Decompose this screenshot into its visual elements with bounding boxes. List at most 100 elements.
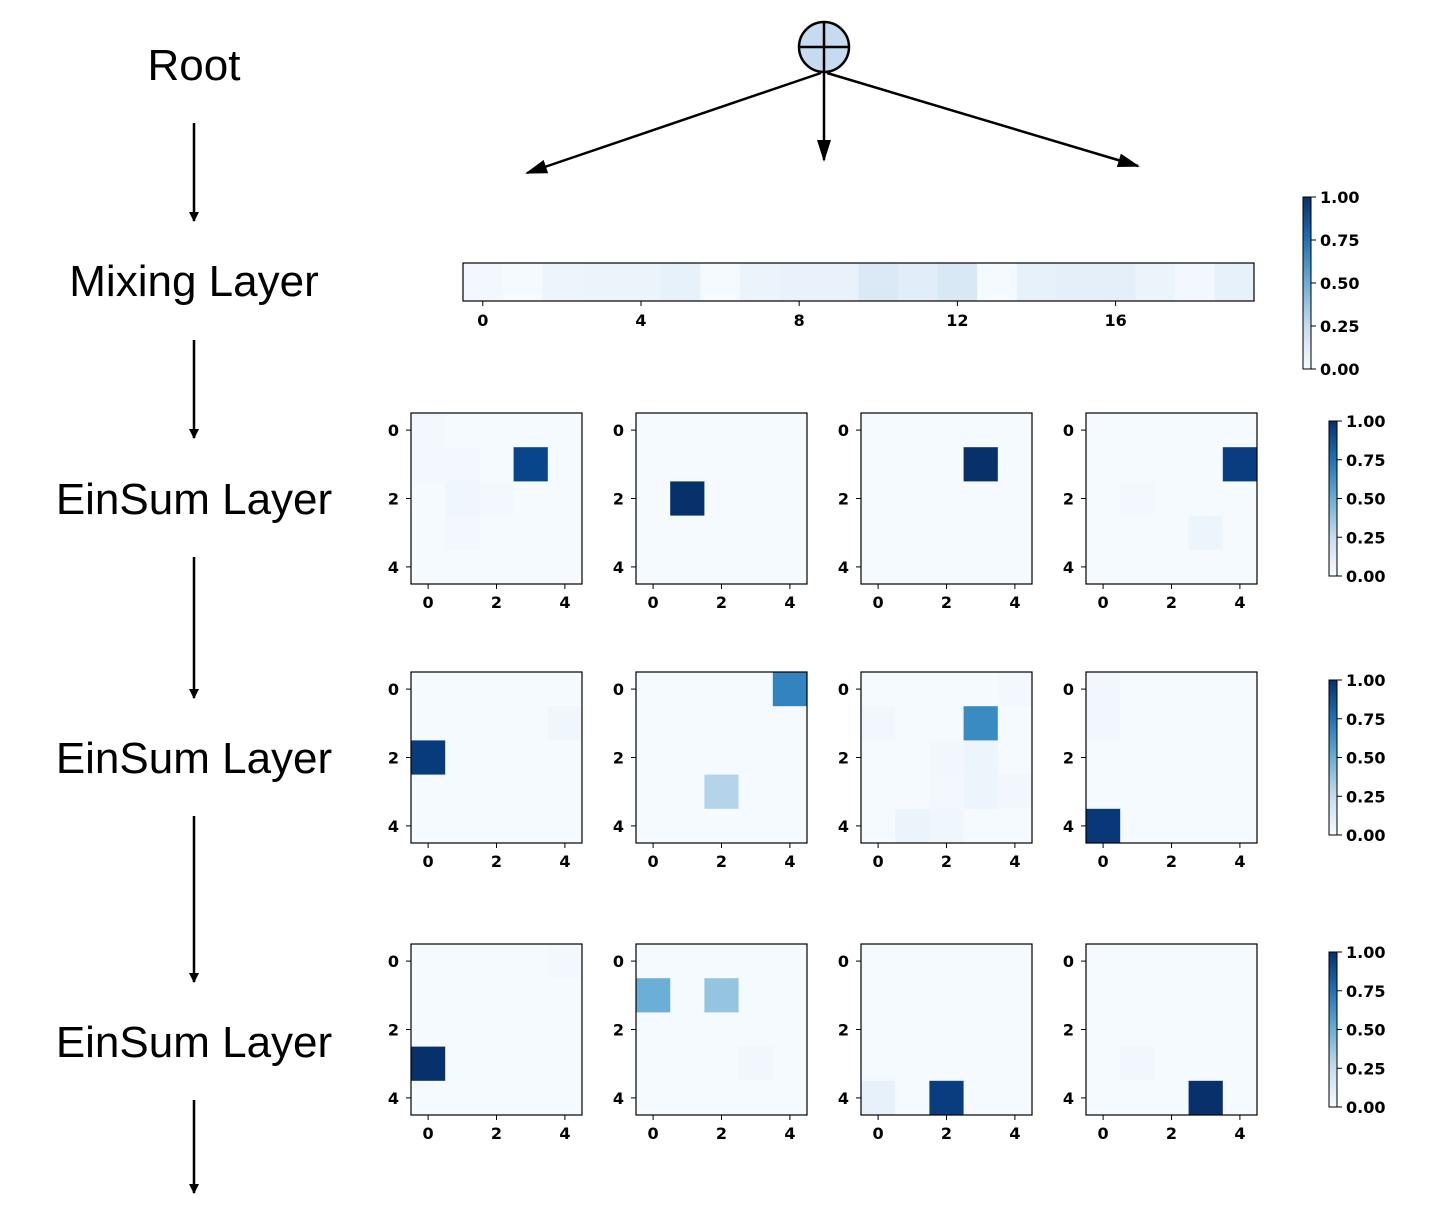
y-tick-label: 2 <box>388 749 399 768</box>
y-tick-label: 4 <box>613 1089 624 1108</box>
heatmap-cell <box>861 1012 896 1048</box>
x-tick-label: 12 <box>946 311 968 330</box>
heatmap-cell <box>1086 515 1121 551</box>
heatmap-cell <box>997 515 1033 551</box>
heatmap-cell <box>997 978 1033 1013</box>
heatmap-cell <box>479 549 515 585</box>
y-tick-label: 0 <box>838 680 849 699</box>
heatmap-cell <box>861 672 896 707</box>
x-tick-label: 0 <box>1098 852 1109 871</box>
y-tick-label: 2 <box>838 490 849 509</box>
heatmap-cell <box>963 1012 999 1048</box>
heatmap-cell <box>1086 413 1121 448</box>
heatmap-cell <box>411 481 446 517</box>
heatmap-cell <box>513 774 549 810</box>
heatmap-cell <box>704 1012 740 1048</box>
y-tick-label: 0 <box>613 952 624 971</box>
heatmap-cell <box>704 978 740 1013</box>
heatmap-cell <box>445 1046 480 1082</box>
colorbar-tick-label: 0.50 <box>1320 274 1359 293</box>
heatmap-cell <box>704 549 740 585</box>
x-tick-label: 2 <box>716 593 727 612</box>
heatmap-cell <box>513 515 549 551</box>
heatmap-cell <box>818 263 859 301</box>
heatmap-cell <box>704 1046 740 1082</box>
heatmap-cell <box>1188 740 1224 776</box>
heatmap-cell <box>445 481 480 517</box>
x-tick-label: 16 <box>1104 311 1126 330</box>
heatmap-cell <box>861 447 896 482</box>
heatmap-cell <box>513 1046 549 1082</box>
heatmap-cell <box>963 706 999 741</box>
heatmap-cell <box>738 1012 774 1048</box>
heatmap-cell <box>1154 978 1190 1013</box>
x-tick-label: 2 <box>491 1124 502 1143</box>
colorbar-scale <box>1328 951 1338 1108</box>
y-tick-label: 2 <box>613 1021 624 1040</box>
einsum-layer-label-2: EinSum Layer <box>56 734 332 783</box>
heatmap-cell <box>772 706 808 741</box>
heatmap-cell <box>636 413 671 448</box>
heatmap-cell <box>738 1046 774 1082</box>
y-tick-label: 4 <box>1063 817 1074 836</box>
heatmap-cell <box>1120 774 1155 810</box>
heatmap-cell <box>1120 1080 1155 1116</box>
colorbar-scale <box>1328 679 1338 836</box>
colorbar-3: 0.000.250.500.751.00 <box>1328 943 1385 1117</box>
x-tick-label: 0 <box>423 852 434 871</box>
heatmap-cell <box>445 672 480 707</box>
heatmap-cell <box>963 447 999 482</box>
heatmap-cell <box>772 1012 808 1048</box>
heatmap-cell <box>895 740 930 776</box>
heatmap-cell <box>772 978 808 1013</box>
colorbar-tick-label: 0.25 <box>1346 1059 1385 1078</box>
heatmap-cell <box>963 515 999 551</box>
heatmap-cell <box>895 1080 930 1116</box>
heatmap-cell <box>929 944 965 979</box>
heatmap-cell <box>861 774 896 810</box>
x-tick-label: 2 <box>941 593 952 612</box>
y-tick-label: 4 <box>1063 558 1074 577</box>
heatmap-cell <box>895 808 930 844</box>
heatmap-cell <box>670 774 705 810</box>
heatmap-cell <box>1086 1046 1121 1082</box>
heatmap-cell <box>861 1080 896 1116</box>
heatmap-cell <box>861 706 896 741</box>
heatmap-cell <box>1086 706 1121 741</box>
heatmap-cell <box>738 978 774 1013</box>
x-tick-label: 2 <box>941 852 952 871</box>
heatmap-cell <box>479 1080 515 1116</box>
heatmap-cell <box>772 808 808 844</box>
colorbar-scale <box>1328 420 1338 577</box>
colorbar-tick-label: 0.75 <box>1346 982 1385 1001</box>
heatmap-cell <box>411 672 446 707</box>
y-tick-label: 4 <box>838 558 849 577</box>
heatmap-cell <box>513 413 549 448</box>
heatmap-cell <box>1154 774 1190 810</box>
heatmap-cell <box>1222 944 1258 979</box>
heatmap-cell <box>1154 1080 1190 1116</box>
heatmap-cell <box>929 978 965 1013</box>
colorbar-0: 0.000.250.500.751.00 <box>1302 188 1359 379</box>
heatmap-cell <box>929 413 965 448</box>
x-tick-label: 4 <box>1009 1124 1020 1143</box>
y-tick-label: 4 <box>388 817 399 836</box>
x-tick-label: 2 <box>716 1124 727 1143</box>
x-tick-label: 2 <box>1166 593 1177 612</box>
heatmap-cell <box>463 263 504 301</box>
x-tick-label: 0 <box>873 1124 884 1143</box>
heatmap-cell <box>411 706 446 741</box>
heatmap-cell <box>738 706 774 741</box>
x-tick-label: 4 <box>559 593 570 612</box>
root-arrow-left <box>525 71 822 175</box>
heatmap-cell <box>1154 481 1190 517</box>
x-tick-label: 2 <box>1166 852 1177 871</box>
y-tick-label: 0 <box>613 680 624 699</box>
heatmap-cell <box>861 515 896 551</box>
heatmap-cell <box>861 1046 896 1082</box>
y-tick-label: 2 <box>1063 490 1074 509</box>
heatmap-cell <box>479 774 515 810</box>
